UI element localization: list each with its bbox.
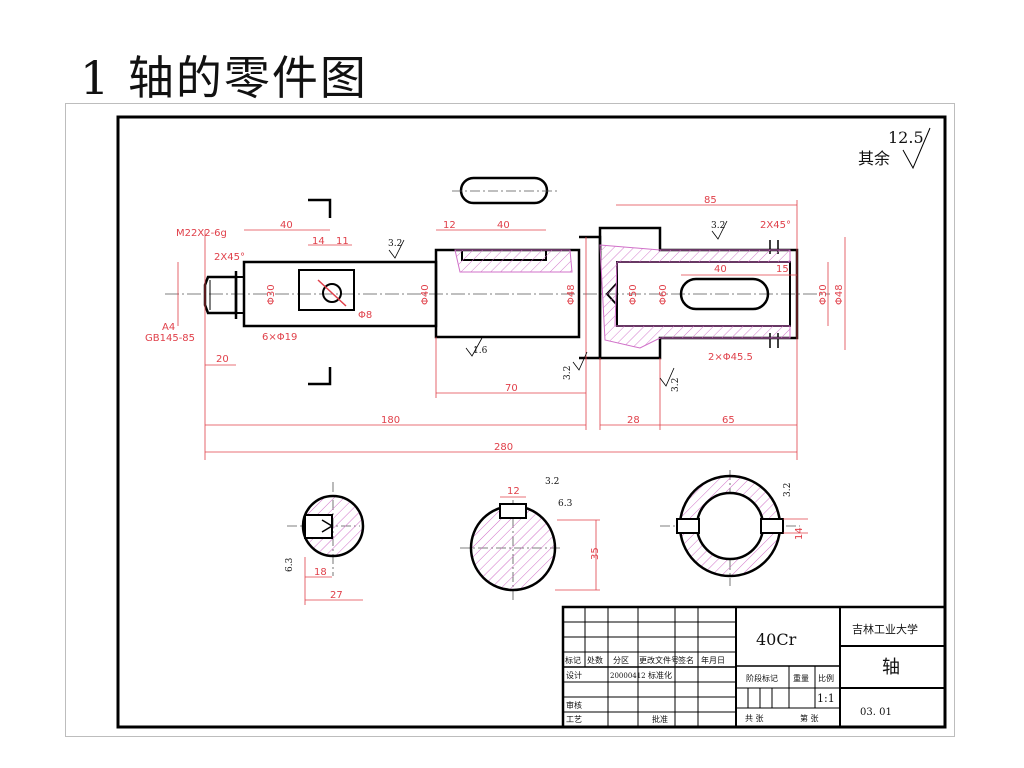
dim-center-hole-b: GB145-85 (145, 333, 195, 344)
tb-material: 40Cr (756, 630, 797, 649)
section-view-1: 18 27 6.3 (285, 482, 365, 605)
dim-15: 15 (776, 264, 789, 275)
dim-14: 14 (312, 236, 325, 247)
dim-40c: 40 (714, 264, 727, 275)
roughness-6: 6.3 (285, 557, 295, 572)
dim-28: 28 (627, 415, 640, 426)
slot-hole (679, 277, 770, 311)
dim-65: 65 (722, 415, 735, 426)
dim-thread: M22X2-6g (176, 228, 227, 239)
roughness-7: 3.2 (545, 477, 559, 487)
tb-drawing-no: 03. 01 (860, 707, 892, 718)
tb-design: 设计 (566, 670, 582, 680)
dim-180: 180 (381, 415, 400, 426)
roughness-2: 3.2 (711, 221, 725, 231)
dim-20: 20 (216, 354, 229, 365)
tb-standardization: 标准化 (648, 670, 672, 680)
roughness-9: 3.2 (783, 483, 793, 497)
tb-header-1: 处数 (587, 655, 603, 665)
dim-40: 40 (280, 220, 293, 231)
sec2-dim-12: 12 (507, 486, 520, 497)
dim-phi30b: Φ30 (818, 284, 829, 305)
tb-scale-label: 比例 (818, 673, 834, 683)
tb-total: 共 张 (745, 714, 764, 723)
sec3-dim-14: 14 (794, 527, 805, 540)
tb-header-2: 分区 (613, 656, 629, 665)
tb-review: 审核 (566, 700, 582, 710)
sec2-dim-35: 35 (590, 547, 601, 560)
dim-holes2: 2×Φ45.5 (708, 352, 753, 363)
title-block (561, 605, 947, 729)
dim-phi50: Φ50 (628, 284, 639, 305)
section-view-2: 12 35 3.2 6.3 (460, 477, 601, 600)
dim-phi8: Φ8 (358, 310, 372, 321)
tb-weight: 重量 (793, 673, 809, 683)
roughness-symbol-icon (902, 127, 931, 170)
hatch-regions (454, 244, 791, 349)
dim-phi40: Φ40 (420, 284, 431, 305)
dim-70: 70 (505, 383, 518, 394)
roughness-1: 3.2 (388, 239, 402, 249)
tb-header-4: 签名 (678, 655, 694, 665)
dim-phi48: Φ48 (566, 284, 577, 305)
dim-chamfer-left: 2X45° (214, 252, 245, 263)
tb-header-3: 更改文件号 (639, 655, 679, 665)
tb-part-name: 轴 (882, 657, 900, 678)
section-view-3: 14 3.2 (660, 470, 808, 586)
dim-chamfer-right: 2X45° (760, 220, 791, 231)
roughness-3: 1.6 (473, 346, 488, 356)
dim-holes6: 6×Φ19 (262, 332, 297, 343)
dim-phi48b: Φ48 (834, 284, 845, 305)
slide-title: 1 轴的零件图 (80, 51, 368, 105)
tb-process: 工艺 (566, 715, 582, 724)
dim-12: 12 (443, 220, 456, 231)
key-slot-top-view (459, 176, 549, 205)
roughness-5: 3.2 (671, 378, 681, 392)
dim-85: 85 (704, 195, 717, 206)
tb-stage-mark: 阶段标记 (746, 673, 778, 683)
drawing-frame (65, 103, 955, 737)
tb-school: 吉林工业大学 (852, 622, 918, 636)
shaft-step-48 (579, 235, 602, 360)
dim-11: 11 (336, 236, 349, 247)
dim-280: 280 (494, 442, 513, 453)
cross-hole-square (298, 269, 355, 311)
general-roughness-value: 12.5 (888, 128, 924, 147)
cross-hole-circle (322, 283, 342, 303)
tb-sheet: 第 张 (800, 713, 819, 723)
section-cut-top (308, 198, 332, 218)
roughness-4: 3.2 (563, 366, 573, 380)
general-roughness-label: 其余 (858, 149, 890, 168)
roughness-8: 6.3 (558, 499, 573, 509)
sheet-border (116, 115, 947, 729)
sec1-dim-27: 27 (330, 590, 343, 601)
tb-approve: 批准 (652, 714, 668, 724)
dimension-lines (177, 200, 846, 460)
sec1-dim-18: 18 (314, 567, 327, 578)
tb-scale: 1:1 (817, 692, 835, 705)
tb-header-5: 年月日 (701, 655, 725, 665)
dim-center-hole-a: A4 (162, 322, 175, 333)
section-cut-bottom (308, 367, 332, 386)
dim-40b: 40 (497, 220, 510, 231)
tb-design-date: 20000412 (610, 672, 646, 680)
dim-phi30: Φ30 (266, 284, 277, 305)
tb-header-0: 标记 (565, 655, 581, 665)
dim-phi60: Φ60 (658, 284, 669, 305)
